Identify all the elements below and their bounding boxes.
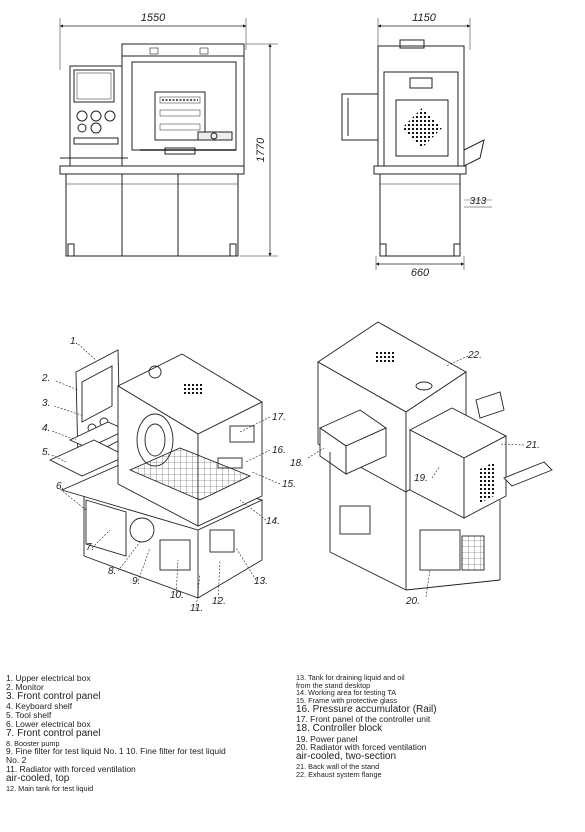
legend-item: 2. Monitor xyxy=(6,681,44,692)
legend-item: 7. Front control panel xyxy=(6,728,101,740)
side-view xyxy=(341,18,492,270)
legend-item: 3. Front control panel xyxy=(6,690,101,702)
legend-item: air-cooled, two-section xyxy=(296,751,397,763)
legend-item: 12. Main tank for test liquid xyxy=(6,783,94,793)
callout-20: 20. xyxy=(405,596,420,607)
iso-view-back xyxy=(317,321,553,591)
callout-16: 16. xyxy=(272,445,286,456)
legend-item: 17. Front panel of the controller unit xyxy=(296,714,431,725)
legend-item: 21. Back wall of the stand xyxy=(296,761,380,771)
dim-side-depth: 660 xyxy=(411,267,430,279)
callout-10: 10. xyxy=(170,590,184,601)
legend-item: 15. Frame with protective glass xyxy=(296,695,397,705)
legend-item: 16. Pressure accumulator (Rail) xyxy=(296,703,437,715)
callout-7: 7. xyxy=(86,542,94,553)
legend-item: 22. Exhaust system flange xyxy=(296,769,382,779)
callouts-right: 18. 19. 20. 21. 22. xyxy=(290,350,540,607)
legend-right: 13. Tank for draining liquid and oil fro… xyxy=(296,674,576,778)
dim-shelf-depth: 313 xyxy=(470,196,487,207)
callout-8: 8. xyxy=(108,566,116,577)
callouts-left-lines xyxy=(51,343,281,610)
dim-height: 1770 xyxy=(255,137,267,162)
legend-item: 14. Working area for testing TA xyxy=(296,688,397,698)
callout-18: 18. xyxy=(290,458,304,469)
dim-side-width: 1150 xyxy=(412,12,437,24)
callout-22: 22. xyxy=(467,350,482,361)
dim-front-width: 1550 xyxy=(141,12,166,24)
legend-item: air-cooled, top xyxy=(6,773,70,785)
callout-3: 3. xyxy=(42,398,50,409)
legend-item: 9. Fine filter for test liquid No. 1 10.… xyxy=(6,746,226,757)
callout-19: 19. xyxy=(414,473,428,484)
callout-11: 11. xyxy=(190,603,203,614)
iso-view-front xyxy=(48,349,264,599)
legend-item: 19. Power panel xyxy=(296,733,358,744)
callout-21: 21. xyxy=(525,440,540,451)
callout-5: 5. xyxy=(42,447,50,458)
callouts-right-lines xyxy=(307,355,525,598)
callout-9: 9. xyxy=(132,576,140,587)
callout-13: 13. xyxy=(254,576,268,587)
legend-item: 1. Upper electrical box xyxy=(6,673,91,683)
legend-left: 1. Upper electrical box 2. Monitor 3. Fr… xyxy=(6,674,286,792)
legend-item: 20. Radiator with forced ventilation xyxy=(296,742,427,753)
legend-item: 8. Booster pump xyxy=(6,738,60,748)
callout-15: 15. xyxy=(282,479,296,490)
technical-drawing: 1550 1770 1150 660 313 xyxy=(41,12,553,614)
legend-item: 11. Radiator with forced ventilation xyxy=(6,764,136,775)
callout-1: 1. xyxy=(70,336,78,347)
callout-17: 17. xyxy=(272,412,286,423)
legend-item: No. 2 xyxy=(6,755,27,766)
legend-item: 18. Controller block xyxy=(296,723,383,735)
callouts-left: 1. 2. 3. 4. 5. 6. 7. 8. 9. 10. 11. 12. 1… xyxy=(41,336,296,614)
front-view xyxy=(59,18,278,257)
callout-6: 6. xyxy=(56,481,64,492)
callout-12: 12. xyxy=(212,596,226,607)
callout-14: 14. xyxy=(266,516,280,527)
callout-2: 2. xyxy=(41,373,50,384)
legend-item: 13. Tank for draining liquid and oil xyxy=(296,673,405,682)
legend-item: 4. Keyboard shelf xyxy=(6,701,73,712)
callout-4: 4. xyxy=(42,423,50,434)
legend-item: from the stand desktop xyxy=(296,680,371,690)
legend-item: 6. Lower electrical box xyxy=(6,719,91,730)
legend-item: 5. Tool shelf xyxy=(6,710,52,721)
